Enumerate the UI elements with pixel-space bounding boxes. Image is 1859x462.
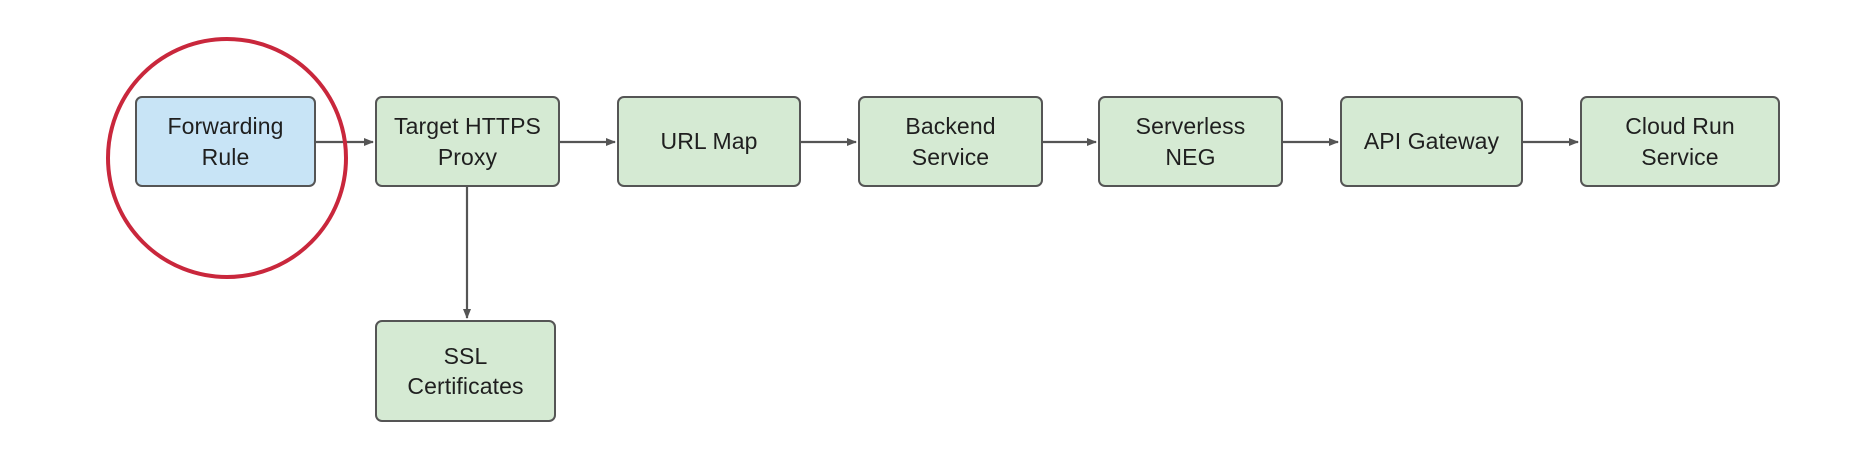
node-target-https-proxy[interactable]: Target HTTPS Proxy [375,96,560,187]
highlight-circle-forwarding-rule [106,37,348,279]
node-backend-service[interactable]: Backend Service [858,96,1043,187]
node-label-url-map: URL Map [660,128,758,155]
node-api-gateway[interactable]: API Gateway [1340,96,1523,187]
node-label-api-gateway: API Gateway [1363,128,1500,155]
node-ssl-certificates[interactable]: SSL Certificates [375,320,556,422]
node-serverless-neg[interactable]: Serverless NEG [1098,96,1283,187]
node-label-cloud-run-service: Cloud Run Service [1625,113,1735,170]
node-label-backend-service: Backend Service [905,113,996,170]
node-label-target-https-proxy: Target HTTPS Proxy [394,113,541,170]
node-url-map[interactable]: URL Map [617,96,801,187]
node-label-ssl-certificates: SSL Certificates [407,342,524,399]
node-label-serverless-neg: Serverless NEG [1135,113,1246,170]
node-cloud-run-service[interactable]: Cloud Run Service [1580,96,1780,187]
